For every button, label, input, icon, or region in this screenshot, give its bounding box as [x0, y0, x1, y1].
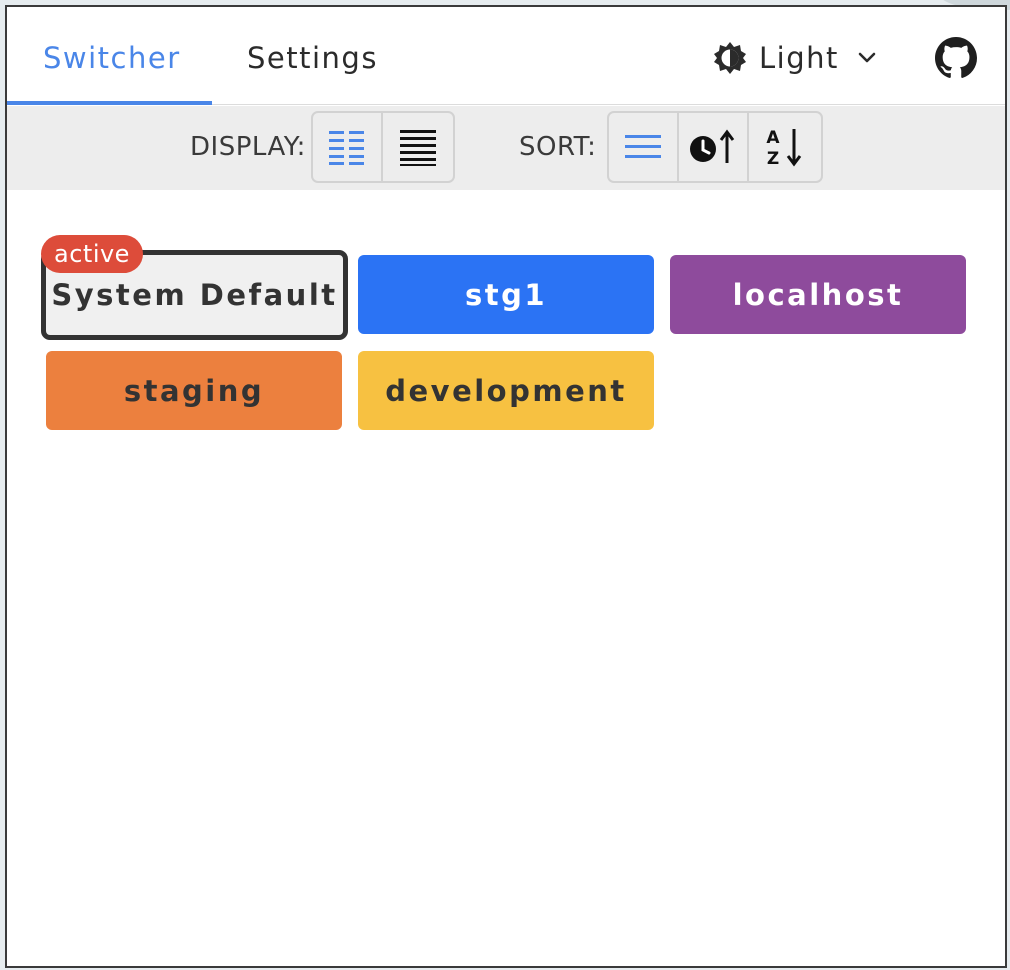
- tab-settings[interactable]: Settings: [247, 41, 378, 75]
- tab-switcher[interactable]: Switcher: [43, 41, 181, 75]
- github-icon[interactable]: [935, 37, 977, 79]
- active-badge: active: [41, 235, 143, 273]
- theme-selector[interactable]: Light: [713, 37, 877, 79]
- svg-text:Z: Z: [767, 149, 779, 168]
- display-label: DISPLAY:: [190, 132, 306, 162]
- profile-localhost[interactable]: localhost: [670, 255, 966, 334]
- brightness-icon: [714, 42, 746, 74]
- display-list-button[interactable]: [383, 113, 453, 181]
- theme-label: Light: [759, 41, 839, 75]
- svg-text:A: A: [766, 128, 780, 148]
- sort-options: A Z: [607, 111, 823, 183]
- sort-recent-icon: [690, 129, 735, 163]
- grid-view-icon: [329, 131, 364, 165]
- active-tab-indicator: [7, 101, 212, 105]
- sort-recent-button[interactable]: [679, 113, 749, 181]
- sort-default-icon: [625, 135, 661, 158]
- toolbar: DISPLAY:: [7, 106, 1005, 190]
- extension-popup: Switcher Settings Light DISPLAY:: [5, 5, 1007, 968]
- chevron-down-icon: [858, 52, 876, 63]
- profile-staging[interactable]: staging: [46, 351, 342, 430]
- sort-label: SORT:: [519, 132, 597, 162]
- sort-alpha-button[interactable]: A Z: [749, 113, 821, 181]
- profile-stg1[interactable]: stg1: [358, 255, 654, 334]
- sort-alpha-icon: A Z: [766, 128, 802, 168]
- sort-default-button[interactable]: [609, 113, 679, 181]
- profile-system-default[interactable]: System Default: [41, 250, 348, 340]
- list-view-icon: [400, 130, 436, 166]
- display-options: [311, 111, 455, 183]
- display-grid-button[interactable]: [313, 113, 383, 181]
- header: Switcher Settings Light: [7, 7, 1005, 105]
- profile-list: System Default active stg1 localhost sta…: [7, 190, 1005, 890]
- profile-development[interactable]: development: [358, 351, 654, 430]
